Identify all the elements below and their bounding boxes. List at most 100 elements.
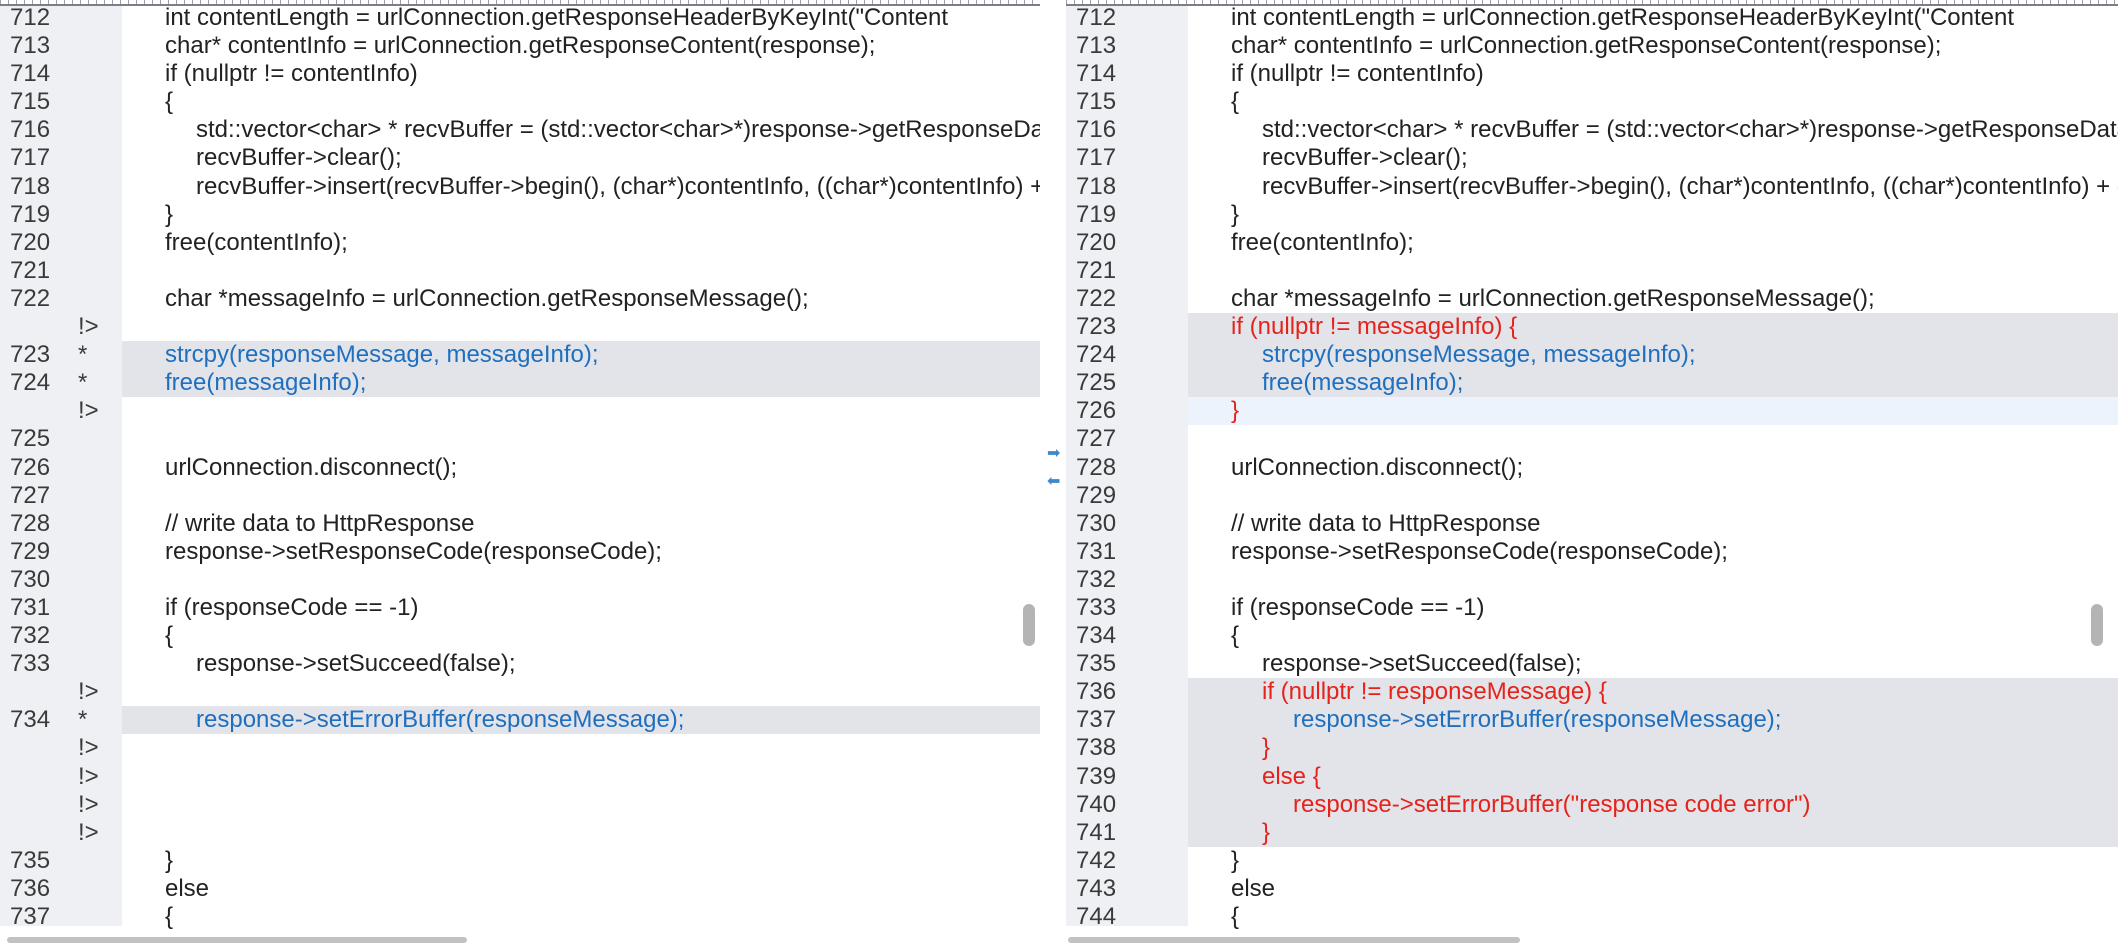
- line-number: 720: [1076, 228, 1117, 256]
- code-text[interactable]: }: [1188, 734, 2118, 763]
- code-text[interactable]: recvBuffer->insert(recvBuffer->begin(), …: [1262, 172, 2118, 200]
- line-number: 739: [1076, 762, 1117, 790]
- code-text[interactable]: free(contentInfo);: [1231, 228, 1414, 256]
- line-number: 737: [10, 903, 51, 930]
- line-number: 735: [10, 846, 51, 874]
- code-text[interactable]: strcpy(responseMessage, messageInfo);: [122, 341, 1040, 370]
- code-line: 713 char* contentInfo = urlConnection.get…: [0, 32, 1040, 60]
- arrow-right-icon[interactable]: ➡: [1047, 445, 1061, 462]
- diff-marker: !>: [78, 818, 99, 846]
- code-text[interactable]: {: [165, 903, 174, 930]
- code-line: 743 else: [1066, 875, 2118, 903]
- code-text[interactable]: }: [1231, 200, 1240, 228]
- vertical-scrollbar[interactable]: [2091, 604, 2103, 646]
- code-text[interactable]: if (responseCode == -1): [165, 593, 419, 621]
- code-text[interactable]: urlConnection.disconnect();: [1231, 453, 1524, 481]
- code-text[interactable]: {: [165, 622, 174, 650]
- code-text[interactable]: if (nullptr != contentInfo): [165, 60, 418, 88]
- code-text[interactable]: // write data to HttpResponse: [1231, 509, 1541, 537]
- code-text[interactable]: int contentLength = urlConnection.getRes…: [1231, 4, 2015, 31]
- code-text[interactable]: int contentLength = urlConnection.getRes…: [165, 4, 949, 31]
- code-line: 722 char *messageInfo = urlConnection.get…: [1066, 285, 2118, 313]
- code-text[interactable]: if (nullptr != messageInfo) {: [1188, 313, 2118, 342]
- line-number: 727: [1076, 425, 1117, 453]
- diff-marker: *: [78, 341, 88, 369]
- horizontal-scrollbar[interactable]: [1068, 937, 1520, 943]
- code-text[interactable]: }: [165, 200, 174, 228]
- code-text[interactable]: }: [1231, 846, 1240, 874]
- code-text[interactable]: response->setSucceed(false);: [196, 650, 516, 678]
- diff-marker: !>: [78, 678, 99, 706]
- code-line: 715 {: [1066, 88, 2118, 116]
- line-number: 736: [1076, 678, 1117, 706]
- line-number: 721: [1076, 256, 1117, 284]
- line-number: 722: [1076, 284, 1117, 312]
- code-text[interactable]: }: [1188, 818, 2118, 847]
- code-text[interactable]: {: [165, 88, 174, 116]
- line-number: 734: [1076, 622, 1117, 650]
- code-line: 714 if (nullptr != contentInfo): [0, 60, 1040, 88]
- code-line: 724*free(messageInfo);: [0, 369, 1040, 398]
- code-text[interactable]: free(contentInfo);: [165, 228, 348, 256]
- code-text[interactable]: std::vector<char> * recvBuffer = (std::v…: [196, 116, 1040, 144]
- code-text[interactable]: }: [1188, 397, 2118, 426]
- code-text[interactable]: strcpy(responseMessage, messageInfo);: [1188, 341, 2118, 370]
- code-text[interactable]: char* contentInfo = urlConnection.getRes…: [165, 32, 876, 60]
- code-text[interactable]: {: [1231, 903, 1240, 930]
- code-text[interactable]: // write data to HttpResponse: [165, 509, 475, 537]
- code-line: 721: [1066, 257, 2118, 285]
- code-text[interactable]: }: [165, 846, 174, 874]
- code-line: 716 std::vector<char> * recvBuffer = (std…: [0, 116, 1040, 144]
- code-text[interactable]: response->setErrorBuffer(responseMessage…: [122, 706, 1040, 735]
- line-number: 743: [1076, 874, 1117, 902]
- line-number: 714: [10, 60, 51, 88]
- horizontal-scrollbar[interactable]: [7, 937, 467, 943]
- code-text[interactable]: response->setErrorBuffer("response code …: [1188, 790, 2118, 819]
- code-text[interactable]: free(messageInfo);: [1188, 369, 2118, 398]
- code-text[interactable]: free(messageInfo);: [122, 369, 1040, 398]
- code-text[interactable]: recvBuffer->clear();: [1262, 144, 1468, 172]
- code-text[interactable]: urlConnection.disconnect();: [165, 453, 458, 481]
- line-number: 735: [1076, 650, 1117, 678]
- line-number: 729: [10, 537, 51, 565]
- code-text[interactable]: {: [1231, 622, 1240, 650]
- code-text[interactable]: if (responseCode == -1): [1231, 593, 1485, 621]
- code-text[interactable]: if (nullptr != responseMessage) {: [1188, 678, 2118, 707]
- code-text[interactable]: char *messageInfo = urlConnection.getRes…: [1231, 284, 1875, 312]
- diff-marker: !>: [78, 762, 99, 790]
- code-text[interactable]: response->setResponseCode(responseCode);: [165, 537, 662, 565]
- code-text[interactable]: recvBuffer->insert(recvBuffer->begin(), …: [196, 172, 1040, 200]
- diff-placeholder-row: !>: [0, 763, 1040, 791]
- line-number: 716: [10, 116, 51, 144]
- code-line: 736 if (nullptr != responseMessage) {: [1066, 678, 2118, 707]
- code-text[interactable]: response->setErrorBuffer(responseMessage…: [1188, 706, 2118, 735]
- line-number: 742: [1076, 846, 1117, 874]
- code-text[interactable]: else: [165, 874, 210, 902]
- code-text[interactable]: response->setSucceed(false);: [1262, 650, 1582, 678]
- code-text[interactable]: recvBuffer->clear();: [196, 144, 402, 172]
- code-text[interactable]: char* contentInfo = urlConnection.getRes…: [1231, 32, 1942, 60]
- line-number: 713: [10, 32, 51, 60]
- arrow-left-icon[interactable]: ⬅: [1047, 473, 1061, 490]
- code-line: 735 response->setSucceed(false);: [1066, 650, 2118, 678]
- line-number: 715: [1076, 88, 1117, 116]
- code-text[interactable]: response->setResponseCode(responseCode);: [1231, 537, 1728, 565]
- line-number: 716: [1076, 116, 1117, 144]
- vertical-scrollbar[interactable]: [1023, 604, 1035, 646]
- code-text[interactable]: std::vector<char> * recvBuffer = (std::v…: [1262, 116, 2118, 144]
- code-text[interactable]: char *messageInfo = urlConnection.getRes…: [165, 284, 809, 312]
- code-text[interactable]: else {: [1188, 762, 2118, 791]
- code-text[interactable]: {: [1231, 88, 1240, 116]
- line-number: 726: [1076, 397, 1117, 425]
- code-text[interactable]: if (nullptr != contentInfo): [1231, 60, 1484, 88]
- diff-marker: *: [78, 706, 88, 734]
- code-text[interactable]: else: [1231, 874, 1276, 902]
